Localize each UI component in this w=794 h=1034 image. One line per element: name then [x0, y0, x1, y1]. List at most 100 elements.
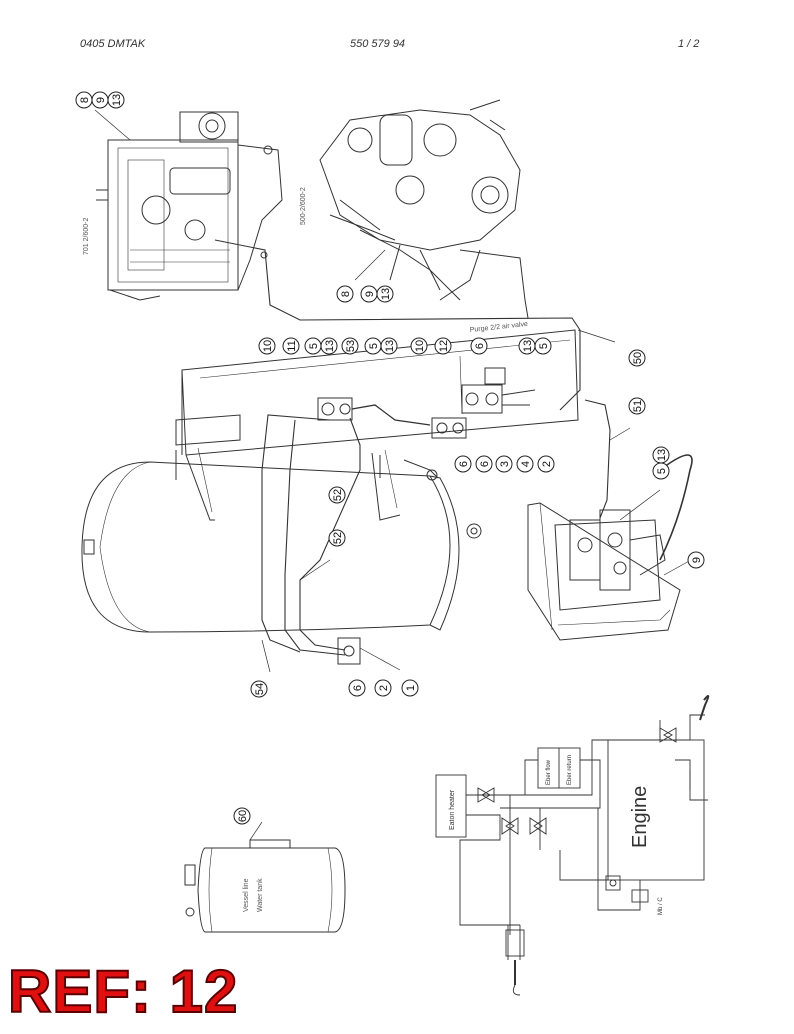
callout-number: 9: [364, 291, 376, 297]
engine-side-view: 701 2/600-2: [83, 111, 283, 301]
callout-number: 13: [324, 340, 336, 352]
drain-valve: [337, 637, 401, 671]
schematic-gauge-label: Mb / C: [658, 897, 664, 915]
engine-right-view-label: 500-2/600-2: [300, 187, 307, 225]
callout-circle: [401, 679, 419, 697]
water-tank-label-2: Water tank: [257, 878, 264, 912]
valve-plate-label: Purge 2/2 air valve: [469, 321, 528, 334]
callout-10: 10: [258, 337, 276, 355]
callout-9: 9: [91, 91, 109, 109]
callout-number: 51: [632, 400, 644, 412]
callout-11: 11: [282, 337, 300, 355]
callout-circle: [320, 337, 338, 355]
callout-13: 13: [320, 337, 338, 355]
callout-circle: [250, 680, 268, 698]
callout-53: 53: [341, 337, 359, 355]
callout-circle: [628, 397, 646, 415]
callout-circle: [107, 91, 125, 109]
callout-6: 6: [475, 455, 493, 473]
mounting-bracket: [175, 329, 579, 521]
callout-circle: [374, 679, 392, 697]
callout-circle: [475, 455, 493, 473]
callout-circle: [687, 551, 705, 569]
callout-number: 2: [541, 461, 553, 467]
callout-8: 8: [75, 91, 93, 109]
heater-box: [527, 454, 701, 641]
callout-number: 8: [79, 97, 91, 103]
callout-3: 3: [495, 455, 513, 473]
callout-13: 13: [376, 285, 394, 303]
callout-number: 5: [656, 468, 668, 474]
callout-13: 13: [380, 337, 398, 355]
callout-circle: [434, 337, 452, 355]
callout-number: 10: [414, 340, 426, 352]
callout-number: 13: [522, 340, 534, 352]
callout-circle: [516, 455, 534, 473]
callout-5: 5: [364, 337, 382, 355]
callout-13: 13: [518, 337, 536, 355]
schematic-eber-flow-label: Eber flow: [546, 759, 552, 785]
callout-number: 52: [332, 532, 344, 544]
callout-6: 6: [470, 337, 488, 355]
reference-label: REF: 12: [7, 958, 239, 1025]
callout-52: 52: [328, 486, 346, 504]
water-tank-label-1: Vessel line: [243, 878, 250, 912]
callout-number: 54: [254, 683, 266, 695]
callout-number: 5: [308, 343, 320, 349]
callout-52: 52: [328, 529, 346, 547]
valve-block-right: [461, 367, 536, 414]
callout-number: 11: [286, 340, 298, 351]
callout-13: 13: [652, 446, 670, 464]
callout-2: 2: [374, 679, 392, 697]
callout-number: 6: [474, 343, 486, 349]
callout-12: 12: [434, 337, 452, 355]
water-tank: Vessel line Water tank: [184, 821, 346, 933]
callout-number: 5: [538, 343, 550, 349]
callout-6: 6: [348, 679, 366, 697]
callout-number: 13: [380, 288, 392, 300]
callout-number: 1: [405, 685, 417, 691]
callout-number: 8: [340, 291, 352, 297]
callout-circle: [495, 455, 513, 473]
callout-5: 5: [534, 337, 552, 355]
schematic-eber-return-label: Eber return: [567, 755, 573, 785]
callout-circle: [376, 285, 394, 303]
callout-9: 9: [360, 285, 378, 303]
header-page-number: 1 / 2: [678, 38, 700, 50]
callout-number: 52: [332, 489, 344, 501]
callout-number: 5: [368, 343, 380, 349]
callout-number: 60: [237, 810, 249, 822]
callout-circle: [454, 455, 472, 473]
callout-51: 51: [628, 397, 646, 415]
callout-circle: [380, 337, 398, 355]
callout-circle: [534, 337, 552, 355]
callout-number: 6: [458, 461, 470, 467]
callout-circle: [233, 807, 251, 825]
engine-perspective-view: 500-2/600-2: [300, 99, 521, 301]
callout-circle: [282, 337, 300, 355]
callout-circle: [410, 337, 428, 355]
callout-number: 13: [111, 94, 123, 106]
callout-1: 1: [401, 679, 419, 697]
callout-50: 50: [628, 349, 646, 367]
callout-circle: [537, 455, 555, 473]
header-part-number: 550 579 94: [350, 38, 406, 50]
callout-60: 60: [233, 807, 251, 825]
callout-circle: [628, 349, 646, 367]
callout-circle: [336, 285, 354, 303]
callout-number: 4: [520, 461, 532, 467]
callout-circle: [652, 446, 670, 464]
callout-5: 5: [652, 462, 670, 480]
callout-number: 12: [438, 340, 450, 352]
callout-6: 6: [454, 455, 472, 473]
callout-number: 2: [378, 685, 390, 691]
callout-circle: [470, 337, 488, 355]
schematic-heater-label: Eaton heater: [449, 789, 456, 830]
callout-circle: [328, 529, 346, 547]
callout-8: 8: [336, 285, 354, 303]
callout-number: 9: [95, 97, 107, 103]
callout-13: 13: [107, 91, 125, 109]
callout-number: 53: [345, 340, 357, 352]
